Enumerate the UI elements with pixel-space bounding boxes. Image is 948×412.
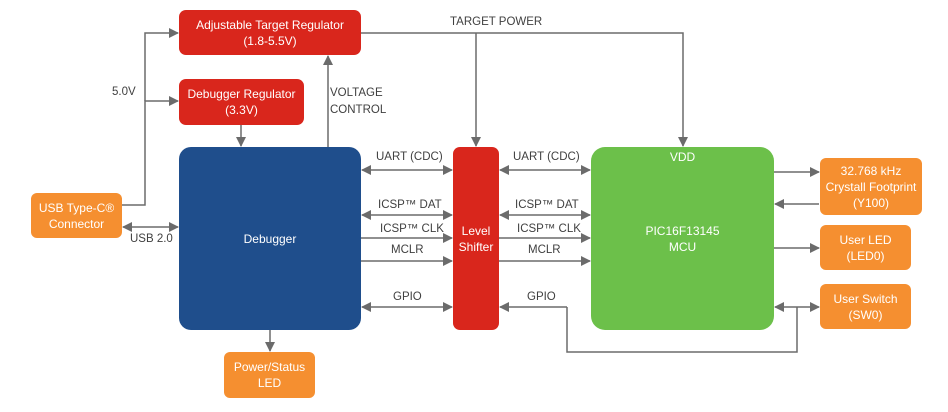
label-icsp-clk-left: ICSP™ CLK — [380, 223, 444, 235]
level-shifter-line2: Shifter — [458, 239, 494, 254]
level-shifter-line1: Level — [461, 223, 491, 238]
adjustable-regulator-range: (1.8-5.5V) — [243, 33, 297, 48]
debugger-title: Debugger — [243, 231, 297, 246]
label-mclr-right: MCLR — [528, 244, 561, 256]
user-switch-block: User Switch(SW0) — [820, 284, 911, 329]
label-uart-right: UART (CDC) — [513, 151, 580, 163]
label-uart-left: UART (CDC) — [376, 151, 443, 163]
mcu-label: MCU — [668, 239, 697, 254]
adjustable-regulator-title: Adjustable Target Regulator — [196, 17, 344, 32]
wire-5v-to-adjustable-regulator — [144, 28, 179, 101]
user-led-line1: User LED — [839, 232, 892, 247]
crystal-frequency: 32.768 kHz — [840, 163, 902, 178]
usb-connector-block: USB Type-C®Connector — [31, 193, 122, 238]
crystal-ref: (Y100) — [852, 195, 889, 210]
label-voltage: VOLTAGE — [330, 87, 383, 99]
usb-connector-line1: USB Type-C® — [38, 200, 115, 215]
user-led-line2: (LED0) — [846, 248, 885, 263]
label-icsp-dat-left: ICSP™ DAT — [378, 199, 442, 211]
power-status-led-line2: LED — [257, 376, 282, 390]
user-switch-line2: (SW0) — [848, 307, 883, 322]
power-status-led-line1: Power/Status — [233, 360, 306, 374]
label-usb-2: USB 2.0 — [130, 233, 173, 245]
user-switch-line1: User Switch — [833, 291, 898, 306]
debugger-regulator-block: Debugger Regulator (3.3V) — [179, 79, 304, 125]
label-icsp-clk-right: ICSP™ CLK — [517, 223, 581, 235]
label-control: CONTROL — [330, 104, 387, 116]
mcu-part-number: PIC16F13145 — [645, 223, 720, 238]
label-icsp-dat-right: ICSP™ DAT — [515, 199, 579, 211]
wire-5v-to-debugger-regulator — [122, 96, 179, 206]
debugger-regulator-title: Debugger Regulator — [187, 87, 296, 101]
user-led-block: User LED(LED0) — [820, 225, 911, 270]
vdd-label: VDD — [669, 150, 696, 164]
crystal-footprint: Crystall Footprint — [825, 179, 917, 194]
debugger-block: Debugger — [179, 147, 361, 330]
label-5v: 5.0V — [112, 86, 136, 98]
usb-connector-line2: Connector — [48, 216, 105, 231]
label-mclr-left: MCLR — [391, 244, 424, 256]
label-gpio-left: GPIO — [393, 291, 422, 303]
adjustable-target-regulator-block: Adjustable Target Regulator(1.8-5.5V) — [179, 10, 361, 55]
wire-gpio-right — [500, 307, 798, 353]
wire-target-power — [361, 32, 688, 147]
label-gpio-right: GPIO — [527, 291, 556, 303]
label-target-power: TARGET POWER — [450, 16, 543, 28]
debugger-regulator-voltage: (3.3V) — [225, 103, 258, 117]
